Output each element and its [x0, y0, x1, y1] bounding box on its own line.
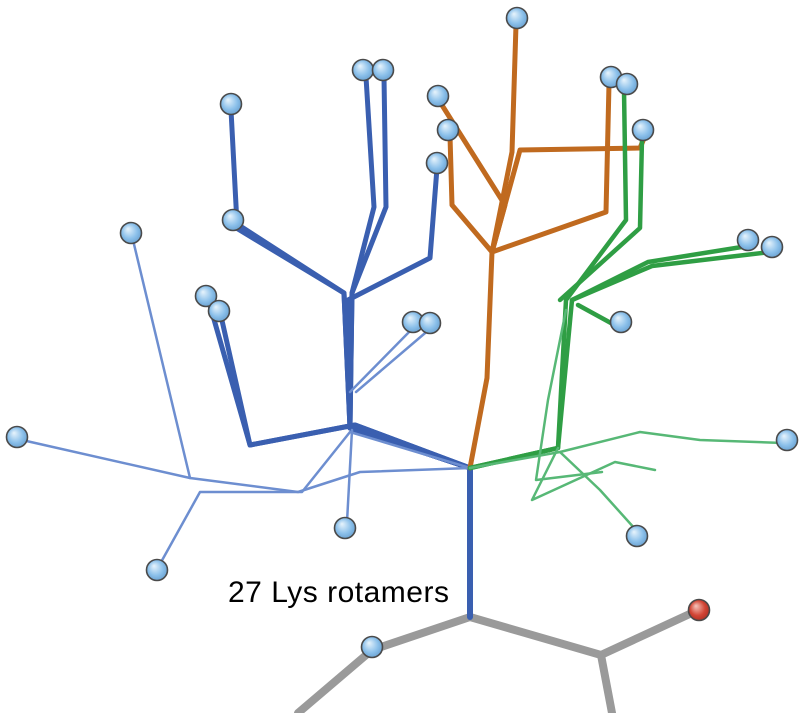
nitrogen-atom-sphere	[194, 284, 218, 308]
bond-lightblue	[158, 430, 472, 566]
nitrogen-atom-sphere	[760, 235, 784, 259]
nitrogen-atom-sphere	[631, 118, 655, 142]
bond-orange	[489, 133, 648, 255]
nitrogen-atom-sphere	[145, 558, 169, 582]
bond-gray	[597, 608, 698, 659]
nitrogen-atom-sphere	[219, 92, 243, 116]
nitrogen-atom-sphere	[5, 425, 29, 449]
bond-group	[20, 22, 785, 713]
bond-gray	[466, 613, 616, 713]
nitrogen-atom-sphere	[333, 516, 357, 540]
nitrogen-atom-sphere	[221, 208, 245, 232]
nitrogen-atom-sphere	[371, 58, 395, 82]
bond-lightblue	[348, 325, 416, 394]
nitrogen-atom-sphere	[436, 118, 460, 142]
nitrogen-atom-sphere	[625, 524, 649, 548]
nitrogen-atom-sphere	[615, 72, 639, 96]
bond-orange	[447, 133, 495, 255]
bond-lightgreen	[558, 450, 638, 532]
bond-gray	[294, 613, 474, 713]
rotamer-count-label: 27 Lys rotamers	[228, 576, 450, 609]
nitrogen-atom-sphere	[360, 635, 384, 659]
bond-lightblue	[354, 326, 433, 394]
nitrogen-atom-sphere	[351, 58, 375, 82]
bond-green	[569, 249, 773, 303]
nitrogen-atom-sphere	[505, 6, 529, 30]
nitrogen-atom-sphere	[425, 151, 449, 175]
bond-blue	[345, 165, 473, 471]
bond-green	[557, 135, 645, 303]
bond-lightgreen	[534, 308, 604, 482]
nitrogen-atom-sphere	[775, 428, 799, 452]
oxygen-atom-sphere	[687, 598, 711, 622]
bond-green	[467, 243, 751, 471]
bond-blue	[218, 313, 473, 471]
bond-orange	[437, 99, 508, 255]
nitrogen-atom-sphere	[418, 311, 442, 335]
bond-lightgreen	[468, 430, 785, 470]
nitrogen-atom-sphere	[426, 84, 450, 108]
bond-lightgreen	[530, 446, 657, 502]
nitrogen-atom-sphere	[119, 221, 143, 245]
bond-lightblue	[131, 238, 192, 480]
bond-orange	[489, 81, 612, 255]
nitrogen-atom-sphere	[207, 299, 231, 323]
bond-lightblue	[345, 428, 354, 524]
nitrogen-atom-sphere	[736, 228, 760, 252]
atom-group	[5, 6, 799, 659]
nitrogen-atom-sphere	[609, 310, 633, 334]
